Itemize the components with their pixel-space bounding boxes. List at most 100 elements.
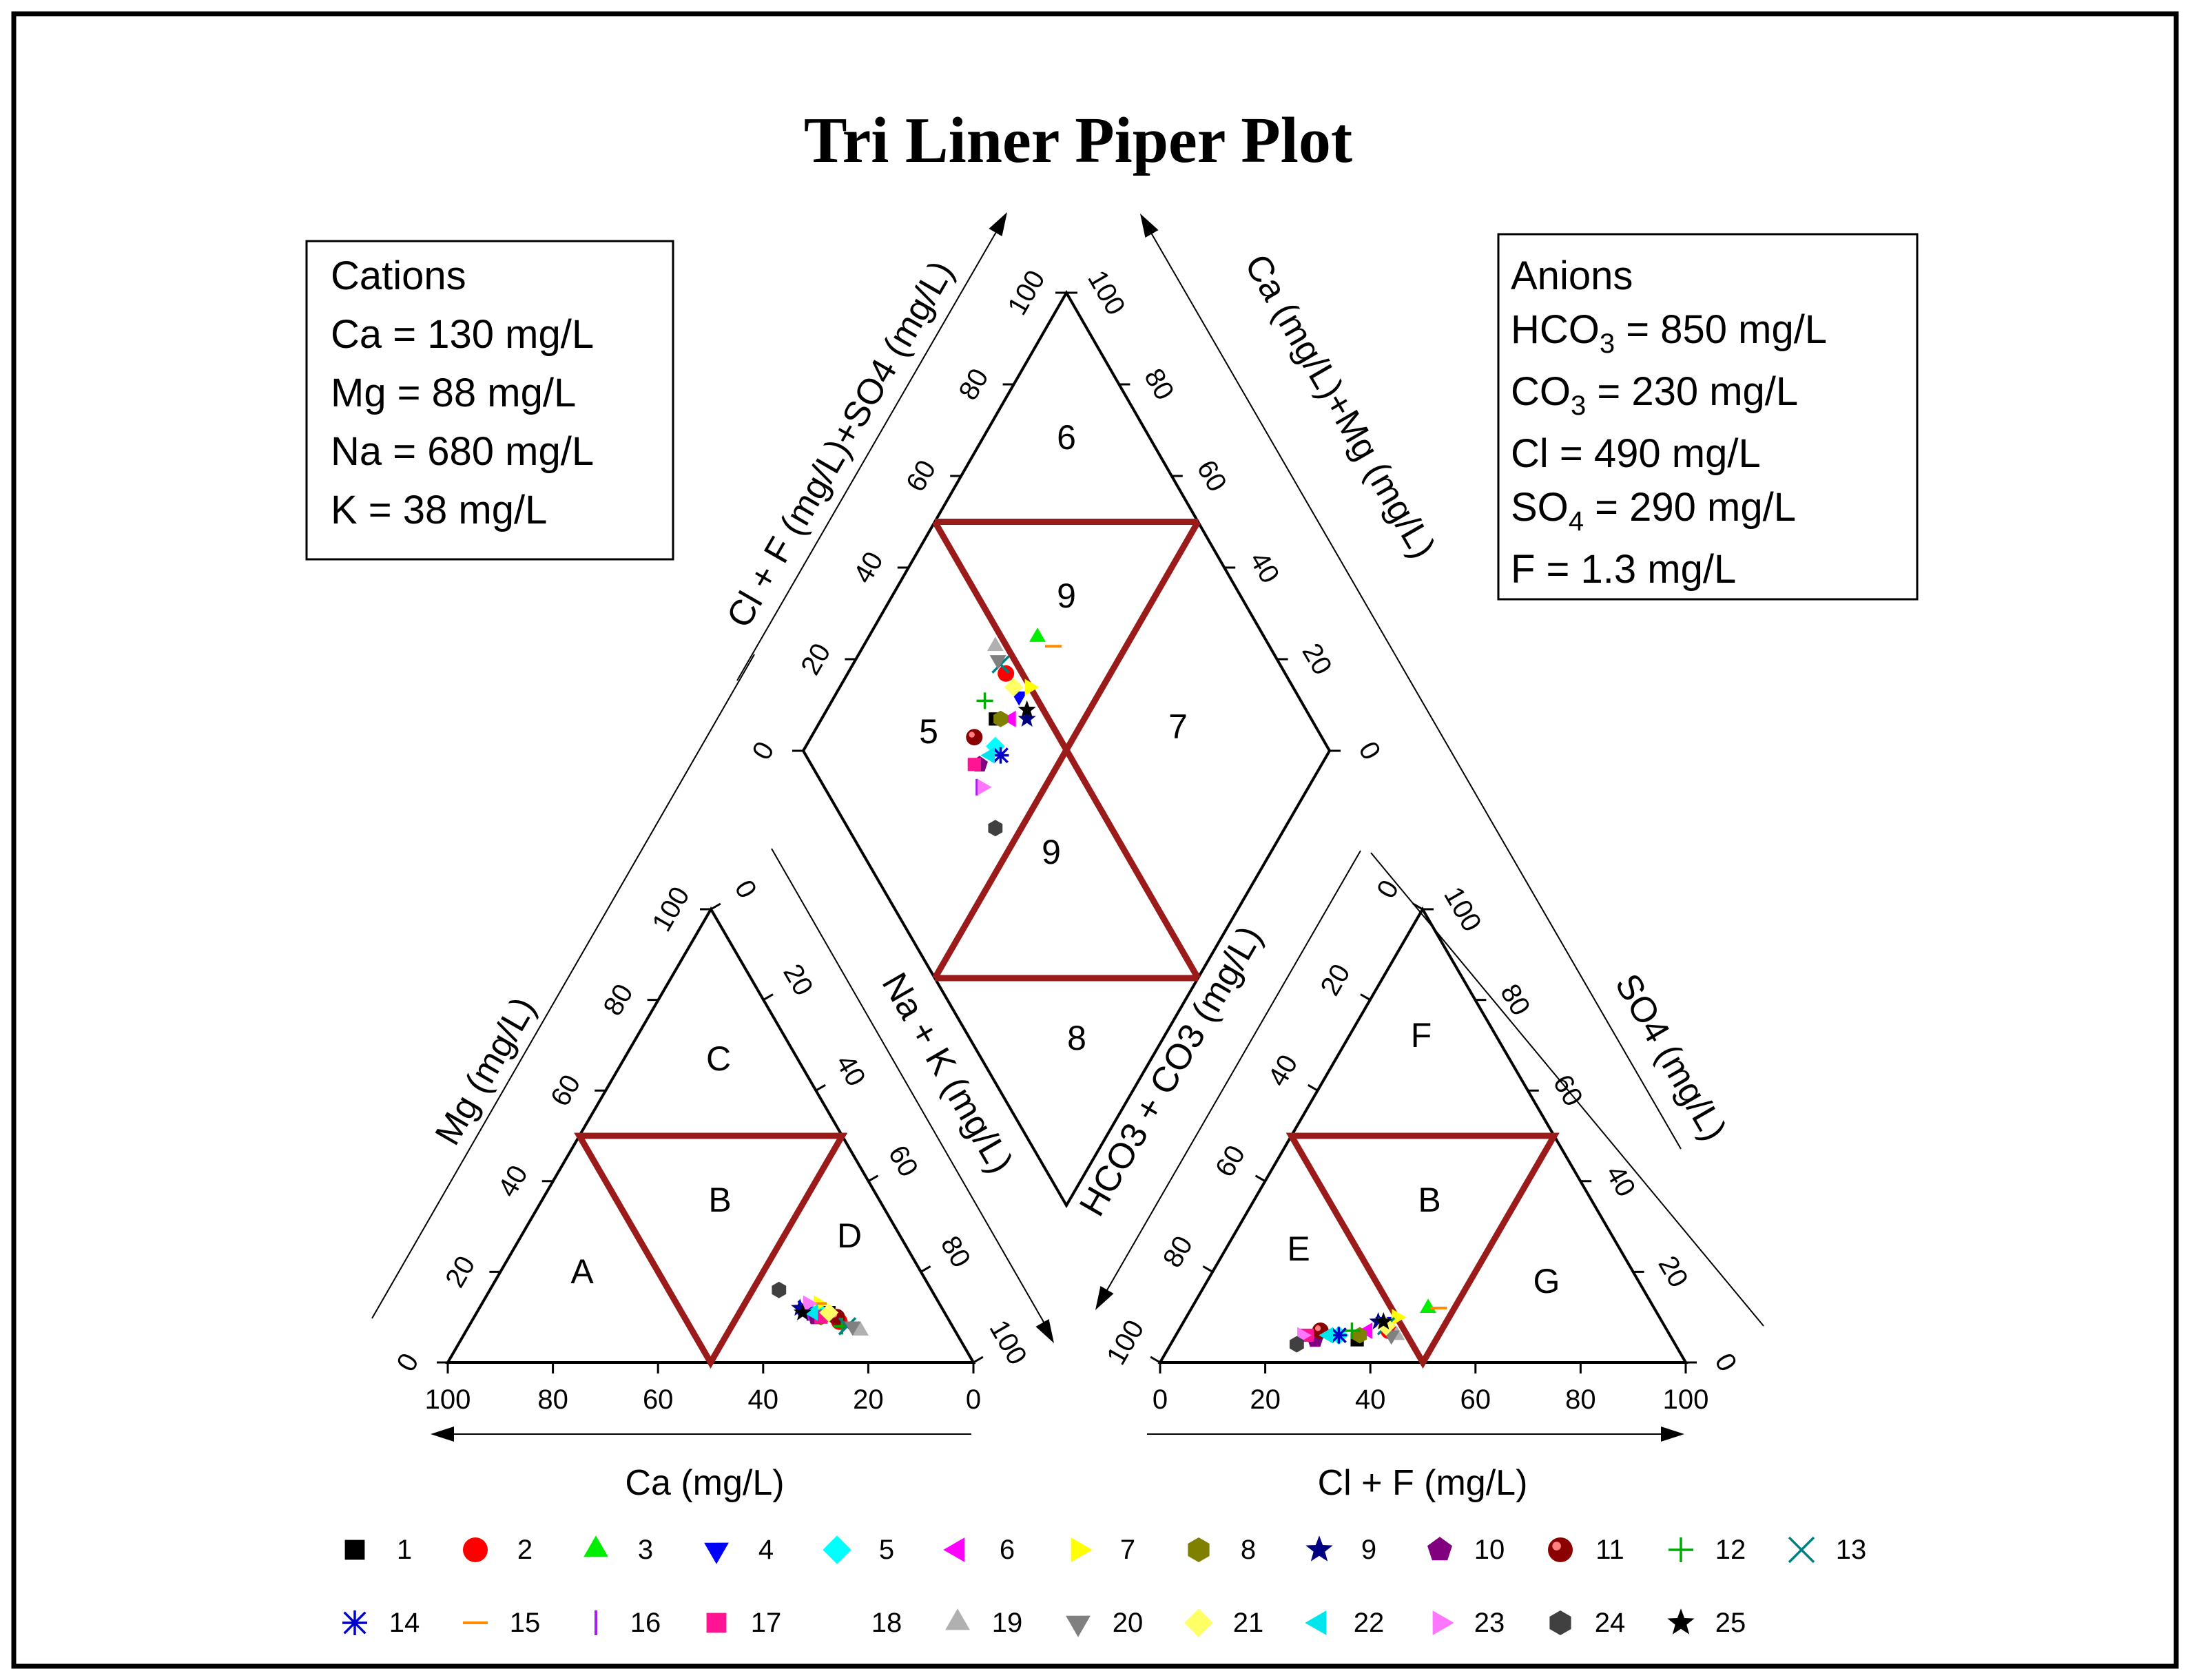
- legend-label-5: 5: [879, 1535, 894, 1565]
- legend-label-6: 6: [1000, 1535, 1015, 1565]
- anion-hco3-tick: [1202, 1265, 1213, 1273]
- cation-point-24: [772, 1281, 787, 1298]
- legend-item-19: 19: [945, 1608, 1022, 1638]
- legend-item-11: 11: [1548, 1535, 1624, 1565]
- anion-point-14: [1330, 1327, 1347, 1344]
- diamond-point-6: [1001, 710, 1016, 727]
- cation-point-21: [819, 1303, 839, 1323]
- diamond-point-9: [1017, 709, 1036, 727]
- cation-point-25: [793, 1303, 812, 1320]
- legend-item-12: 12: [1669, 1535, 1746, 1565]
- legend-marker-4: [704, 1542, 729, 1564]
- anion-cl-tick-label: 20: [1250, 1385, 1281, 1415]
- legend-item-14: 14: [342, 1608, 420, 1638]
- anions-box: Anions HCO3 = 850 mg/L CO3 = 230 mg/L Cl…: [1497, 233, 1919, 601]
- legend-label-8: 8: [1241, 1535, 1256, 1565]
- diamond-point-21: [1004, 677, 1024, 697]
- legend-item-7: 7: [1071, 1535, 1135, 1565]
- legend-marker-7: [1071, 1537, 1093, 1562]
- anion-cl-tick-label: 0: [1153, 1385, 1168, 1415]
- diamond-point-24: [988, 820, 1003, 837]
- legend-label-21: 21: [1233, 1608, 1264, 1638]
- legend-item-22: 22: [1305, 1608, 1384, 1638]
- diamond-zone-7: 7: [1168, 707, 1188, 746]
- legend-marker-23: [1432, 1610, 1454, 1635]
- legend-item-3: 3: [583, 1535, 653, 1565]
- anion-point-25: [1374, 1311, 1393, 1329]
- cation-na-tick: [710, 902, 721, 911]
- legend-label-19: 19: [992, 1608, 1023, 1638]
- diamond-point-2: [998, 665, 1015, 682]
- legend-item-25: 25: [1667, 1608, 1746, 1638]
- cation-zone-b: B: [708, 1181, 731, 1219]
- anion-zone-f: F: [1411, 1016, 1432, 1055]
- anion-cl-tick-label: 80: [1565, 1385, 1596, 1415]
- cation-ca-tick-label: 40: [748, 1385, 779, 1415]
- legend-item-23: 23: [1432, 1608, 1505, 1638]
- legend-item-18: 18: [871, 1608, 902, 1638]
- anion-cl-arrow: [1661, 1427, 1684, 1442]
- cation-point-19: [851, 1321, 869, 1336]
- legend-label-17: 17: [751, 1608, 782, 1638]
- legend-marker-17: [706, 1612, 727, 1633]
- anion-line-cl: Cl = 490 mg/L: [1511, 431, 1761, 476]
- legend-item-24: 24: [1549, 1608, 1625, 1638]
- anion-hco3-tick: [1150, 1356, 1161, 1364]
- diamond-right-arrow: [1140, 214, 1159, 238]
- legend-label-25: 25: [1715, 1608, 1746, 1638]
- legend-item-4: 4: [704, 1535, 774, 1565]
- diamond-point-12: [976, 692, 993, 709]
- legend-marker-3: [583, 1535, 608, 1557]
- cation-point-22: [803, 1304, 818, 1321]
- diamond-point-7: [1024, 678, 1040, 696]
- anion-hco3-arrow: [1095, 1286, 1114, 1310]
- diamond-point-3: [1029, 628, 1046, 642]
- legend-marker-2: [463, 1537, 488, 1562]
- anion-line-f: F = 1.3 mg/L: [1511, 547, 1736, 592]
- cation-na-tick: [815, 1083, 827, 1092]
- legend-label-20: 20: [1113, 1608, 1144, 1638]
- legend-marker-12: [1669, 1537, 1693, 1562]
- legend-marker-22: [1305, 1610, 1327, 1635]
- legend-item-8: 8: [1188, 1535, 1256, 1565]
- legend-item-10: 10: [1427, 1535, 1505, 1565]
- anion-hco3-tick: [1360, 993, 1371, 1001]
- legend-item-1: 1: [344, 1535, 412, 1565]
- legend-marker-14: [342, 1610, 367, 1635]
- legend-marker-20: [1066, 1615, 1091, 1637]
- legend-marker-25: [1667, 1608, 1695, 1635]
- legend-item-6: 6: [943, 1535, 1015, 1565]
- anion-hco3-axis-line: [1102, 850, 1361, 1299]
- anion-zone-e: E: [1287, 1230, 1310, 1268]
- cation-ca-tick-label: 0: [966, 1385, 981, 1415]
- anion-cl-axis-label: Cl + F (mg/L): [1318, 1463, 1528, 1503]
- legend-item-20: 20: [1066, 1608, 1143, 1638]
- cation-point-23: [803, 1295, 818, 1312]
- diamond-point-19: [986, 636, 1004, 652]
- diamond-zone-9-lower: 9: [1042, 833, 1061, 871]
- chart-title: Tri Liner Piper Plot: [804, 105, 1352, 176]
- cation-zone-c: C: [706, 1039, 731, 1078]
- diamond-point-20: [989, 655, 1006, 670]
- cation-line-k: K = 38 mg/L: [331, 488, 547, 532]
- cation-line-ca: Ca = 130 mg/L: [331, 312, 594, 357]
- anion-line-hco3: HCO3 = 850 mg/L: [1511, 307, 1827, 359]
- cation-ca-tick-label: 60: [643, 1385, 674, 1415]
- legend-label-16: 16: [630, 1608, 661, 1638]
- anions-heading: Anions: [1511, 253, 1633, 298]
- legend-label-1: 1: [397, 1535, 412, 1565]
- legend-label-12: 12: [1715, 1535, 1746, 1565]
- diamond-point-22: [980, 747, 995, 764]
- legend-marker-11: [1548, 1537, 1573, 1562]
- cation-ca-tick-label: 80: [537, 1385, 568, 1415]
- diamond-left-axis-line: [736, 227, 1000, 681]
- legend-label-24: 24: [1595, 1608, 1626, 1638]
- legend-label-14: 14: [389, 1608, 420, 1638]
- cation-point-20: [844, 1321, 861, 1336]
- anion-hco3-tick: [1254, 1174, 1266, 1183]
- diamond-left-arrow: [989, 212, 1007, 236]
- cations-heading: Cations: [331, 253, 466, 298]
- cation-na-axis-line: [771, 848, 1048, 1329]
- diamond-zone-line: [932, 520, 1201, 980]
